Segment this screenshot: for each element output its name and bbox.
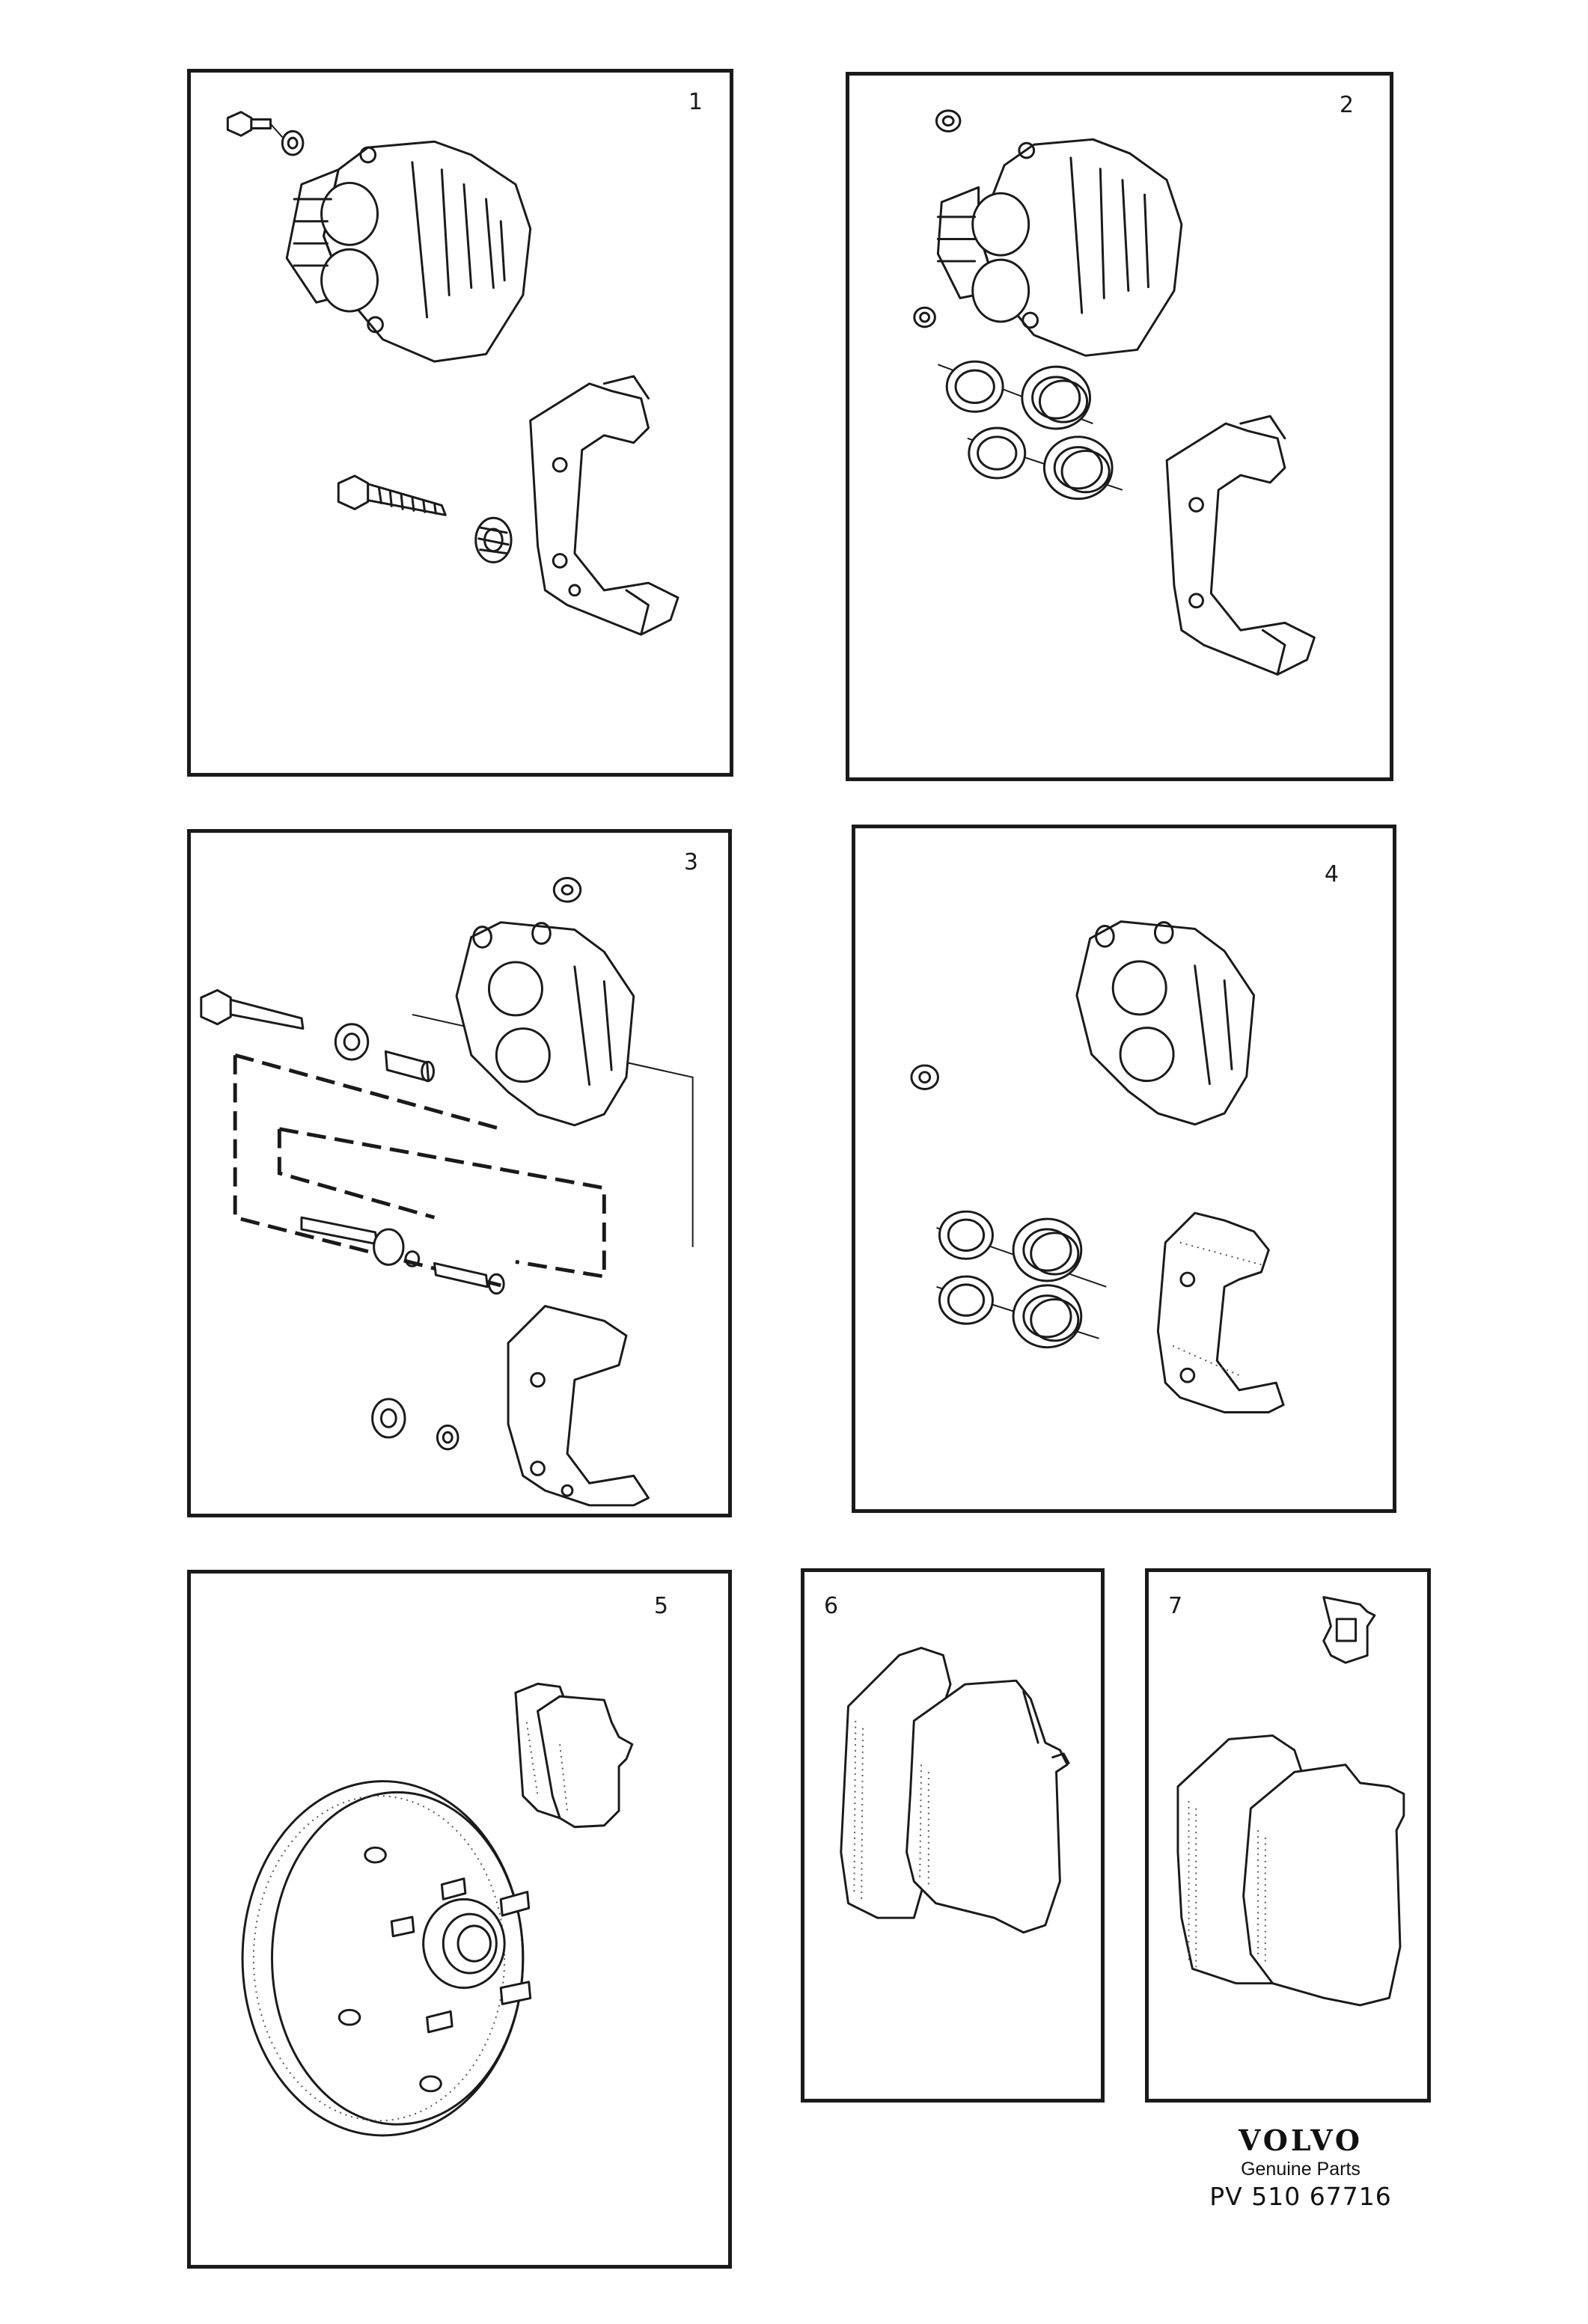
caliper-drawing bbox=[226, 111, 680, 636]
guide-pin-icon bbox=[300, 1216, 505, 1295]
part-code: PV 510 67716 bbox=[1209, 2182, 1392, 2211]
bleeder-screw-icon bbox=[913, 306, 936, 328]
outer-brake-pad-icon bbox=[906, 1679, 1070, 1934]
disc-pads-drawing bbox=[241, 1682, 634, 2137]
panel-3-caliper-housing-pins: 3 bbox=[187, 829, 732, 1517]
caliper-body-icon bbox=[285, 140, 532, 363]
bleeder-cap-icon bbox=[552, 877, 582, 903]
caliper-housing-icon bbox=[1075, 920, 1256, 1126]
panel-6-brake-pads: 6 bbox=[801, 1568, 1105, 2103]
piston-seal-kit-icon bbox=[936, 1210, 1107, 1349]
panel-7-brake-pads-clip: 7 bbox=[1145, 1568, 1431, 2103]
panel-4-housing-seal-kit: 4 bbox=[852, 825, 1396, 1513]
piston-seal-kit-icon bbox=[938, 360, 1123, 501]
panel-number: 7 bbox=[1168, 1593, 1183, 1619]
panel-number: 2 bbox=[1339, 92, 1354, 118]
panel-number: 1 bbox=[688, 89, 703, 115]
caliper-bracket-icon bbox=[529, 375, 680, 636]
brake-pads-drawing bbox=[840, 1646, 1070, 1934]
caliper-housing-icon bbox=[455, 921, 635, 1127]
panel-1-caliper-assembly: 1 bbox=[187, 69, 733, 777]
outer-brake-pad-icon bbox=[1242, 1764, 1405, 2007]
brand-block: VOLVO Genuine Parts PV 510 67716 bbox=[1196, 2123, 1405, 2211]
caliper-body-icon bbox=[936, 138, 1183, 357]
brake-disc-icon bbox=[241, 1780, 525, 2137]
caliper-bolt-icon bbox=[226, 111, 305, 156]
housing-seal-drawing bbox=[910, 920, 1285, 1413]
guide-bolt-icon bbox=[200, 988, 435, 1083]
pin-boot-icon bbox=[371, 1398, 459, 1451]
brand-subtitle: Genuine Parts bbox=[1241, 2159, 1361, 2180]
brake-pad-pair-icon bbox=[514, 1682, 634, 1829]
caliper-seal-drawing bbox=[913, 109, 1316, 676]
brake-pads-clip-drawing bbox=[1176, 1596, 1405, 2007]
panel-number: 6 bbox=[824, 1593, 839, 1619]
caliper-housing-drawing bbox=[200, 877, 694, 1507]
guide-pin-icon bbox=[337, 474, 513, 563]
bleeder-screw-icon bbox=[910, 1064, 939, 1090]
bleeder-cap-icon bbox=[935, 109, 962, 132]
volvo-logo: VOLVO bbox=[1238, 2123, 1363, 2157]
panel-number: 5 bbox=[653, 1593, 668, 1619]
panel-number: 3 bbox=[683, 849, 698, 875]
panel-number: 4 bbox=[1324, 861, 1339, 887]
panel-5-disc-and-pads: 5 bbox=[187, 1570, 732, 2269]
caliper-bracket-icon bbox=[507, 1305, 650, 1507]
caliper-bracket-icon bbox=[1156, 1211, 1285, 1413]
panel-2-caliper-seal-kit: 2 bbox=[846, 72, 1393, 781]
wheel-hub-icon bbox=[390, 1877, 532, 2034]
pad-clip-icon bbox=[1322, 1596, 1376, 1664]
caliper-bracket-icon bbox=[1165, 415, 1316, 676]
